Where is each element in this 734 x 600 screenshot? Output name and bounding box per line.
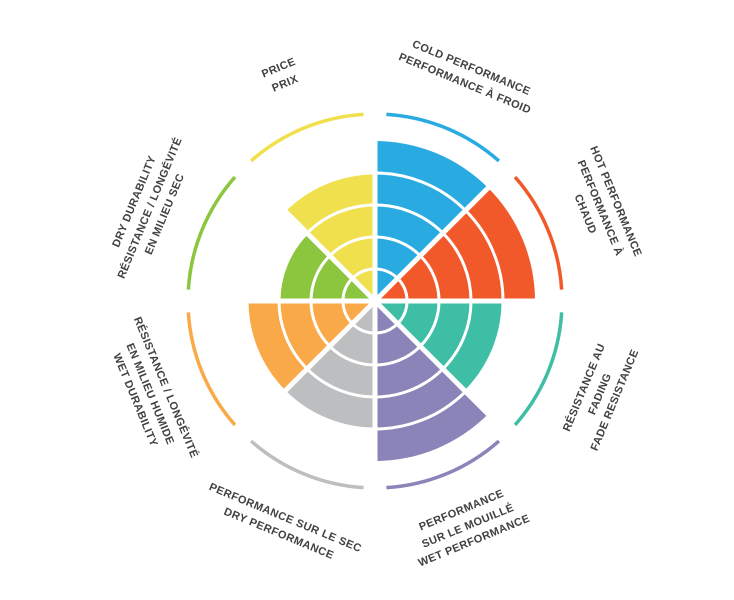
rim-arc-wet-durability	[186, 312, 237, 427]
sector-wet-performance	[375, 301, 489, 461]
rim-arc-hot-performance	[513, 175, 564, 290]
sector-separator	[373, 182, 494, 303]
sector-separator	[373, 299, 494, 420]
rim-arc-dry-performance	[249, 439, 364, 490]
rim-arc-dry-durability	[186, 175, 237, 290]
sector-wet-durability	[247, 301, 375, 392]
rim-arc-wet-performance	[386, 439, 501, 490]
sector-dry-durability	[279, 233, 375, 301]
rim-arc-price	[249, 112, 364, 163]
sector-hot-performance	[375, 187, 535, 301]
rim-arc-fade-resistance	[513, 312, 564, 427]
sector-separator	[256, 299, 377, 420]
sector-price	[284, 173, 375, 301]
sector-fade-resistance	[375, 301, 503, 392]
sector-dry-performance	[284, 301, 375, 429]
sector-separator	[256, 182, 377, 303]
sector-cold-performance	[375, 141, 489, 301]
rim-arc-cold-performance	[386, 112, 501, 163]
